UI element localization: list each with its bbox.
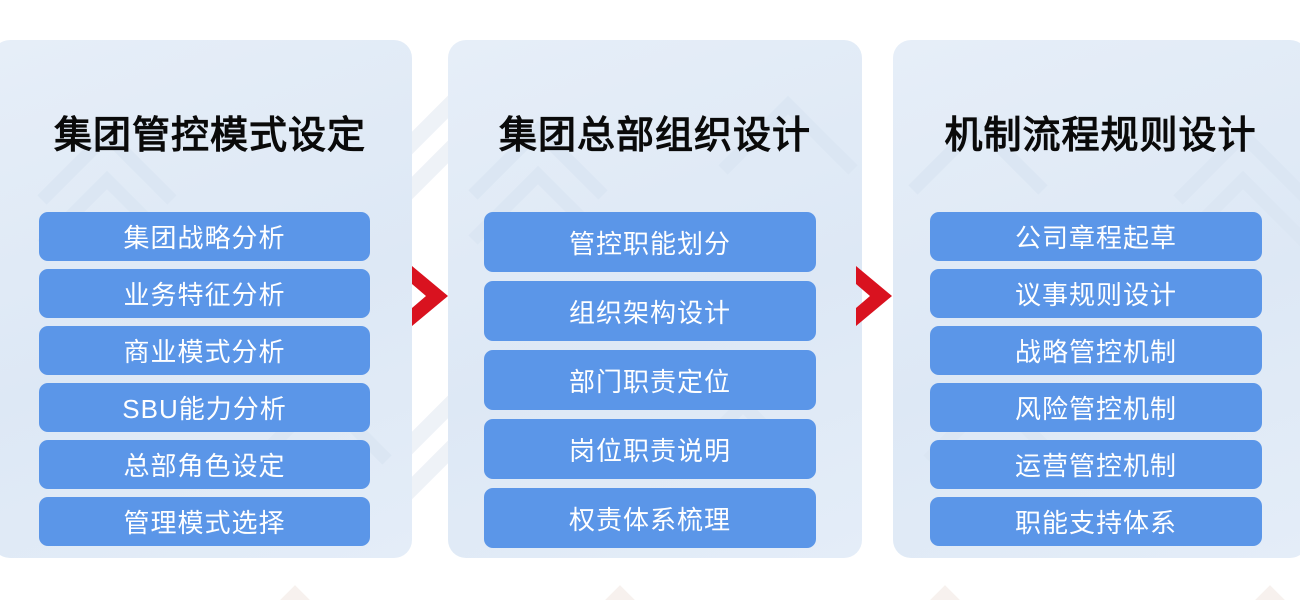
stage-item-list-1: 集团战略分析 业务特征分析 商业模式分析 SBU能力分析 总部角色设定 管理模式… (0, 212, 412, 554)
list-item[interactable]: 管控职能划分 (484, 212, 816, 272)
list-item[interactable]: 运营管控机制 (930, 440, 1262, 489)
list-item[interactable]: 商业模式分析 (39, 326, 370, 375)
stage-title-1: 集团管控模式设定 (53, 115, 366, 157)
list-item[interactable]: 风险管控机制 (930, 383, 1262, 432)
chevron-right-arrow-icon (412, 266, 448, 326)
stage-panel-1: 集团管控模式设定 集团战略分析 业务特征分析 商业模式分析 SBU能力分析 总部… (0, 40, 412, 558)
list-item[interactable]: SBU能力分析 (39, 383, 370, 432)
list-item[interactable]: 部门职责定位 (484, 350, 816, 410)
list-item[interactable]: 总部角色设定 (39, 440, 370, 489)
list-item[interactable]: 业务特征分析 (39, 269, 370, 318)
list-item[interactable]: 职能支持体系 (930, 497, 1262, 546)
list-item[interactable]: 公司章程起草 (930, 212, 1262, 261)
stage-title-3: 机制流程规则设计 (944, 115, 1257, 157)
stage-item-list-2: 管控职能划分 组织架构设计 部门职责定位 岗位职责说明 权责体系梳理 (448, 212, 862, 557)
list-item[interactable]: 管理模式选择 (39, 497, 370, 546)
list-item[interactable]: 集团战略分析 (39, 212, 370, 261)
list-item[interactable]: 组织架构设计 (484, 281, 816, 341)
stage-panel-3: 机制流程规则设计 公司章程起草 议事规则设计 战略管控机制 风险管控机制 运营管… (893, 40, 1300, 558)
list-item[interactable]: 议事规则设计 (930, 269, 1262, 318)
stage-item-list-3: 公司章程起草 议事规则设计 战略管控机制 风险管控机制 运营管控机制 职能支持体… (893, 212, 1300, 554)
list-item[interactable]: 战略管控机制 (930, 326, 1262, 375)
list-item[interactable]: 权责体系梳理 (484, 488, 816, 548)
stage-title-2: 集团总部组织设计 (498, 115, 811, 157)
chevron-right-arrow-icon (856, 266, 892, 326)
stage-panel-2: 集团总部组织设计 管控职能划分 组织架构设计 部门职责定位 岗位职责说明 权责体… (448, 40, 862, 558)
list-item[interactable]: 岗位职责说明 (484, 419, 816, 479)
